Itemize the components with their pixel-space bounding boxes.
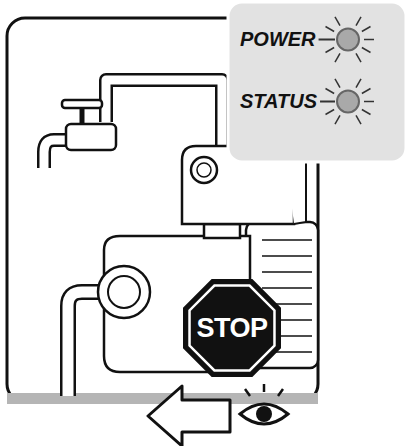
led-ray — [325, 48, 334, 53]
faucet-handle — [62, 100, 102, 108]
led-ray — [356, 17, 361, 26]
eye-pupil — [256, 406, 272, 422]
octagon-outer — [184, 280, 280, 376]
led-ray — [356, 53, 361, 62]
led-ray — [325, 27, 334, 32]
direction-arrow — [148, 386, 230, 446]
pressure-gauge — [191, 157, 217, 183]
pipe-fill — [106, 80, 222, 190]
led-indicator — [337, 91, 359, 113]
callout-panel — [228, 2, 406, 162]
leader-line — [320, 101, 335, 103]
stop-sign: STOP — [183, 279, 281, 377]
outlet-pipe — [106, 80, 222, 190]
pipe-outline — [106, 80, 222, 190]
led-ray — [362, 89, 371, 94]
eye-symbol — [240, 384, 288, 424]
octagon-border — [190, 286, 275, 371]
led-ray — [335, 53, 340, 62]
eye-outline — [240, 404, 288, 424]
led-ray — [362, 27, 371, 32]
inlet-port — [108, 276, 140, 308]
motor-fin — [262, 271, 312, 273]
stop-text: STOP — [196, 313, 267, 344]
indicator-label: POWER — [240, 28, 316, 51]
faucet-body — [66, 124, 116, 150]
led-ray — [362, 48, 371, 53]
pipe-fill — [68, 292, 105, 396]
eye-ray — [263, 384, 266, 392]
inlet-flange — [98, 266, 150, 318]
motor-fin — [262, 255, 312, 257]
leader-line — [319, 39, 335, 41]
led-ray — [362, 110, 371, 115]
led-ray — [335, 115, 340, 124]
led-ray — [335, 79, 340, 88]
led-ray — [364, 101, 374, 103]
callout-panel: POWER STATUS — [228, 2, 406, 162]
indicator-label: STATUS — [240, 90, 317, 113]
faucet — [44, 100, 116, 168]
pipe-outline — [68, 292, 105, 396]
eye-ray — [278, 389, 283, 396]
led-ray — [364, 39, 374, 41]
led-ray — [325, 89, 334, 94]
inlet-pipe — [68, 292, 105, 396]
led-ray — [356, 115, 361, 124]
led-ray — [325, 110, 334, 115]
gauge-face — [197, 163, 211, 177]
motor-fin — [262, 287, 312, 289]
motor-fin — [262, 239, 312, 241]
led-indicator — [337, 29, 359, 51]
eye-ray — [245, 389, 250, 396]
led-ray — [335, 17, 340, 26]
pump-neck — [204, 224, 240, 238]
led-ray — [356, 79, 361, 88]
